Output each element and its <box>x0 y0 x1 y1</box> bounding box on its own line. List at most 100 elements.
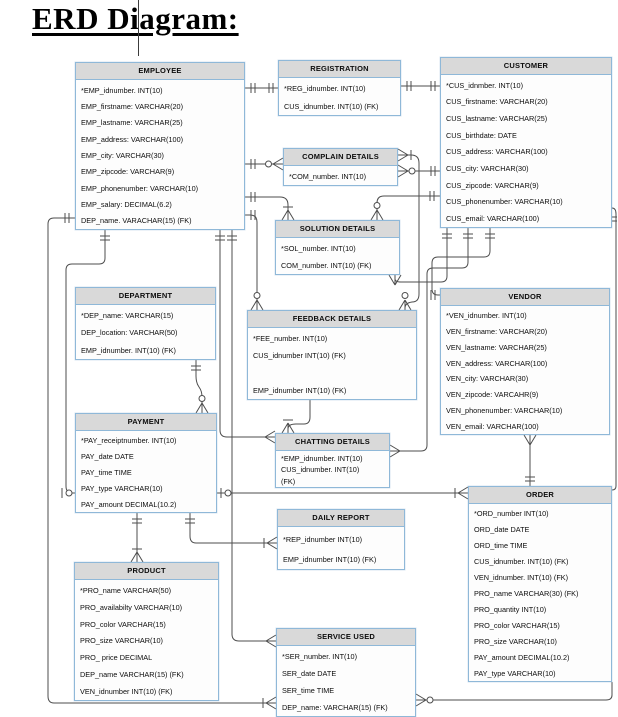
attribute-row: *SOL_number. INT(10) <box>281 244 356 253</box>
relationship-customer-vendor <box>430 228 495 300</box>
relationship-department-payment <box>191 360 209 414</box>
attribute-row: VEN_email: VARCHAR(100) <box>446 421 539 431</box>
attribute-row: PRO_color VARCHAR(15) <box>80 619 166 629</box>
relationship-payment-daily-report <box>185 513 278 550</box>
entity-title-chatting-details: CHATTING DETAILS <box>276 434 389 451</box>
entity-attributes-employee: *EMP_idnumber. INT(10) EMP_firstname: VAR… <box>76 80 244 229</box>
attribute-row: CUS_phonenumber: VARCHAR(10) <box>446 197 563 207</box>
entity-chatting-details: CHATTING DETAILS*EMP_idnumber. INT(10)CU… <box>275 433 390 488</box>
entity-registration: REGISTRATION *REG_idnumber. INT(10) CUS_id… <box>278 60 401 116</box>
attribute-row: EMP_idnumber INT(10) (FK) <box>283 554 377 564</box>
entity-attributes-customer: *CUS_idnmber. INT(10) CUS_firstname: VARC… <box>441 75 611 227</box>
attribute-row: PRO_size VARCHAR(10) <box>474 636 557 646</box>
entity-attributes-solution-details: *SOL_number. INT(10) COM_number. INT(10) … <box>276 238 399 274</box>
entity-attributes-payment: *PAY_receiptnumber. INT(10) PAY_date DATE… <box>76 431 216 512</box>
relationship-customer-order <box>611 207 617 491</box>
attribute-row: DEP_name VARCHAR(15) (FK) <box>80 670 184 680</box>
attribute-row: *FEE_number. INT(10) <box>253 334 328 344</box>
attribute-row: VEN_idnumber. INT(10) (FK) <box>474 573 569 583</box>
entity-service-used: SERVICE USED*SER_number. INT(10)SER_date… <box>276 628 416 717</box>
entity-title-complain-details: COMPLAIN DETAILS <box>284 149 397 166</box>
attribute-row: *CUS_idnmber. INT(10) <box>446 80 524 90</box>
entity-title-feedback-details: FEEDBACK DETAILS <box>248 311 416 328</box>
relationship-customer-solution <box>370 191 440 221</box>
attribute-row: *EMP_idnumber. INT(10) <box>281 454 363 464</box>
relationship-complain-feedback <box>397 148 420 311</box>
attribute-row: COM_number. INT(10) (FK) <box>281 261 372 270</box>
attribute-row: CUS_idnumber. INT(10) (FK) <box>284 101 379 111</box>
attribute-row: *DEP_name: VARCHAR(15) <box>81 311 174 321</box>
attribute-row: EMP_city: VARCHAR(30) <box>81 150 164 160</box>
entity-employee: EMPLOYEE *EMP_idnumber. INT(10) EMP_firstn… <box>75 62 245 230</box>
entity-title-department: DEPARTMENT <box>76 288 215 305</box>
entity-title-solution-details: SOLUTION DETAILS <box>276 221 399 238</box>
attribute-row: PRO_color VARCHAR(15) <box>474 620 560 630</box>
attribute-row: *PAY_receiptnumber. INT(10) <box>81 436 177 446</box>
attribute-row: VEN_phonenumber: VARCHAR(10) <box>446 405 563 415</box>
relationship-employee-service <box>227 230 277 648</box>
attribute-row: EMP_phonenumber: VARCHAR(10) <box>81 183 199 193</box>
attribute-row: *EMP_idnumber. INT(10) <box>81 85 163 95</box>
attribute-row: EMP_salary: DECIMAL(6.2) <box>81 199 172 209</box>
attribute-row: *PRO_name VARCHAR(50) <box>80 585 172 595</box>
relationship-employee-solution <box>245 192 295 221</box>
attribute-row: PRO_name VARCHAR(30) (FK) <box>474 588 579 598</box>
entity-attributes-department: *DEP_name: VARCHAR(15) DEP_location: VARC… <box>76 305 215 359</box>
attribute-row: ORD_time TIME <box>474 541 528 551</box>
attribute-row: *REP_idnumber INT(10) <box>283 534 363 544</box>
entity-payment: PAYMENT *PAY_receiptnumber. INT(10) PAY_da… <box>75 413 217 513</box>
entity-title-registration: REGISTRATION <box>279 61 400 78</box>
entity-title-employee: EMPLOYEE <box>76 63 244 80</box>
entity-attributes-product: *PRO_name VARCHAR(50)PRO_availabilty VAR… <box>75 580 218 700</box>
entity-attributes-chatting-details: *EMP_idnumber. INT(10)CUS_idnumber. INT(… <box>276 451 389 487</box>
attribute-row: DEP_name: VARCHAR(15) (FK) <box>282 703 388 712</box>
attribute-row: *REG_idnumber. INT(10) <box>284 84 366 94</box>
attribute-row: DEP_location: VARCHAR(50) <box>81 328 178 338</box>
attribute-row <box>248 365 416 382</box>
relationship-service-order <box>415 682 613 707</box>
entity-title-order: ORDER <box>469 487 611 504</box>
attribute-row: PAY_time TIME <box>81 467 132 477</box>
attribute-row: CUS_zipcode: VARCHAR(9) <box>446 180 539 190</box>
attribute-row: *VEN_idnumber. INT(10) <box>446 311 527 321</box>
attribute-row: PRO_size VARCHAR(10) <box>80 636 163 646</box>
attribute-row: CUS_email: VARCHAR(100) <box>446 214 540 224</box>
entity-vendor: VENDOR*VEN_idnumber. INT(10)VEN_firstnam… <box>440 288 610 435</box>
attribute-row: EMP_zipcode: VARCHAR(9) <box>81 167 175 177</box>
attribute-row: EMP_idnumber. INT(10) (FK) <box>81 345 176 355</box>
entity-complain-details: COMPLAIN DETAILS*COM_number. INT(10) <box>283 148 398 186</box>
attribute-row: *ORD_number INT(10) <box>474 509 549 519</box>
entity-attributes-feedback-details: *FEE_number. INT(10)CUS_idnumber INT(10)… <box>248 328 416 399</box>
attribute-row: PAY_date DATE <box>81 452 134 462</box>
relationship-customer-order-ticks <box>612 216 617 222</box>
text-cursor <box>138 0 139 56</box>
entity-customer: CUSTOMER*CUS_idnmber. INT(10)CUS_firstna… <box>440 57 612 228</box>
entity-title-product: PRODUCT <box>75 563 218 580</box>
entity-solution-details: SOLUTION DETAILS *SOL_number. INT(10) COM_… <box>275 220 400 275</box>
entity-product: PRODUCT*PRO_name VARCHAR(50)PRO_availabi… <box>74 562 219 701</box>
attribute-row: PAY_amount DECIMAL(10.2) <box>81 499 177 509</box>
attribute-row: DEP_name. VARACHAR(15) (FK) <box>81 216 192 226</box>
page-title: ERD Diagram: <box>32 1 239 36</box>
attribute-row: EMP_firstname: VARCHAR(20) <box>81 101 184 111</box>
attribute-row: *SER_number. INT(10) <box>282 652 358 661</box>
attribute-row: CUS_birthdate: DATE <box>446 130 517 140</box>
attribute-row: CUS_firstname: VARCHAR(20) <box>446 97 548 107</box>
entity-attributes-registration: *REG_idnumber. INT(10) CUS_idnumber. INT(… <box>279 78 400 115</box>
attribute-row: VEN_zipcode: VARCAHR(9) <box>446 390 539 400</box>
entity-attributes-daily-report: *REP_idnumber INT(10) EMP_idnumber INT(10… <box>278 527 404 569</box>
entity-attributes-complain-details: *COM_number. INT(10) <box>284 166 397 185</box>
entity-title-payment: PAYMENT <box>76 414 216 431</box>
attribute-row: VEN_lastname: VARCHAR(25) <box>446 342 547 352</box>
attribute-row: PRO_ price DECIMAL <box>80 653 153 663</box>
attribute-row: PAY_amount DECIMAL(10.2) <box>474 652 570 662</box>
entity-attributes-vendor: *VEN_idnumber. INT(10)VEN_firstname: VAR… <box>441 306 609 434</box>
attribute-row: CUS_lastname: VARCHAR(25) <box>446 114 548 124</box>
attribute-row: VEN_city: VARCHAR(30) <box>446 374 529 384</box>
relationship-employee-service-left <box>47 213 277 710</box>
entity-title-service-used: SERVICE USED <box>277 629 415 646</box>
